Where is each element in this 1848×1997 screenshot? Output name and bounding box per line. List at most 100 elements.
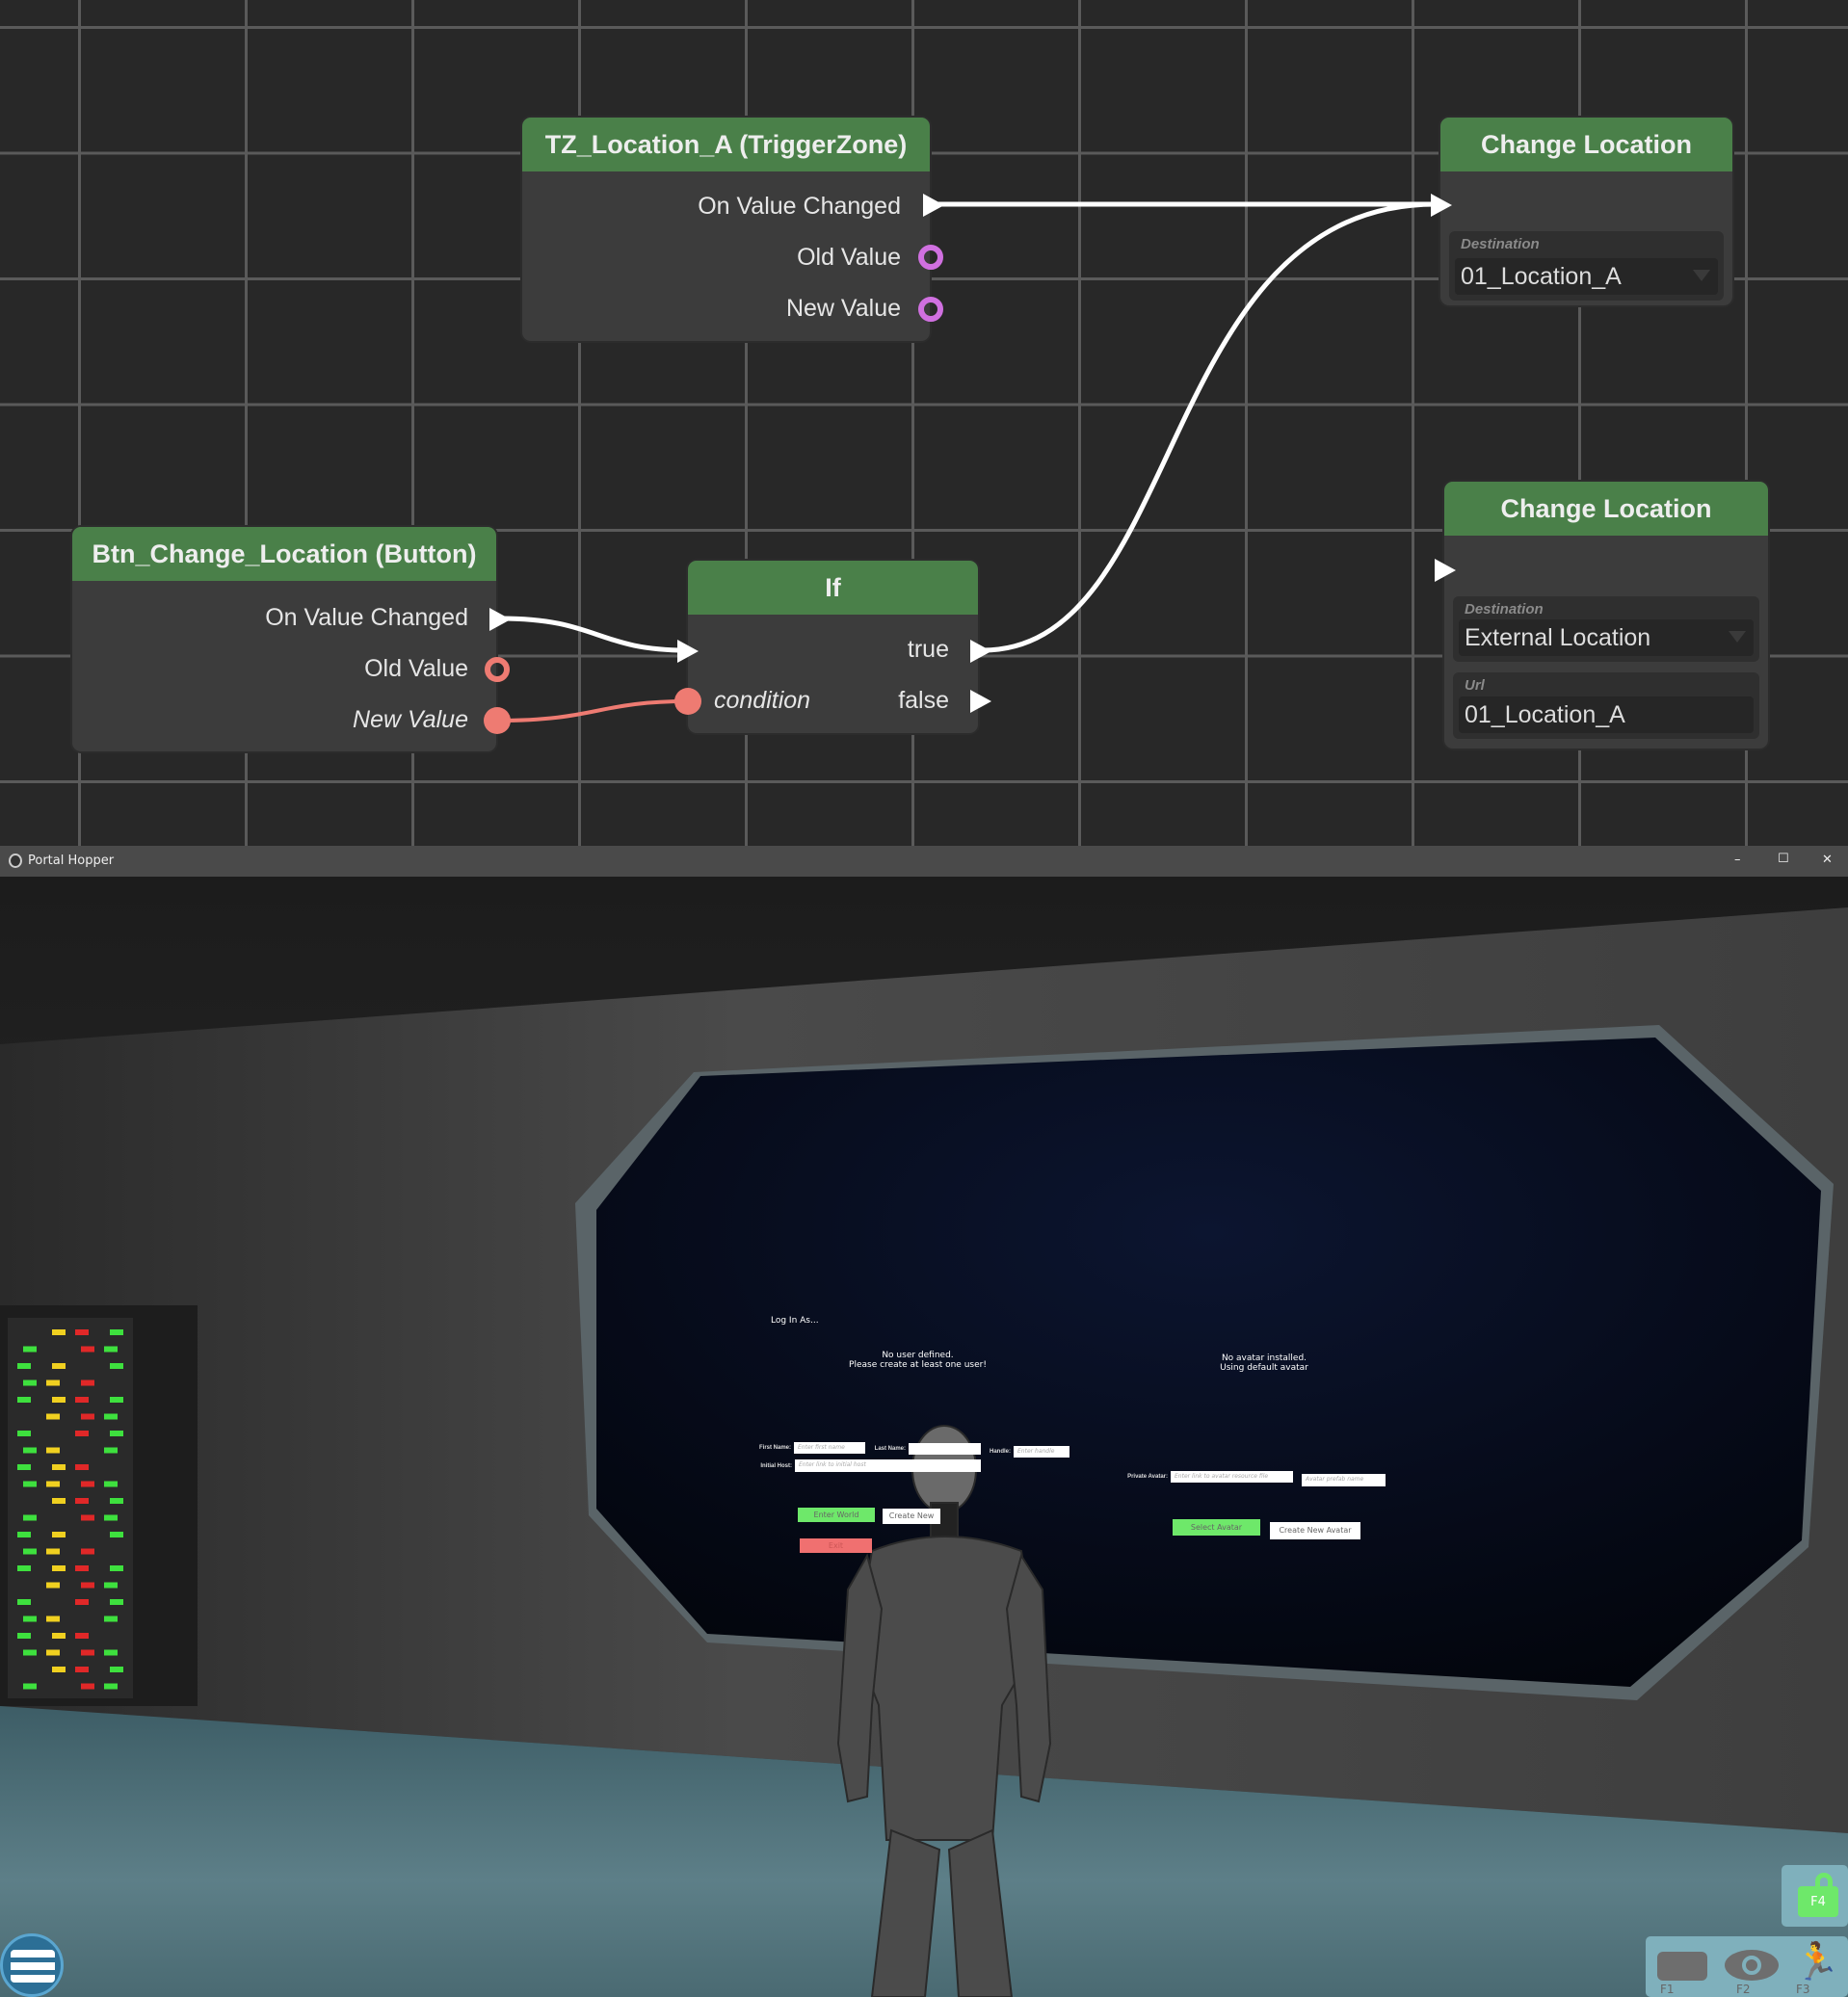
handle-input[interactable]: Enter handle [1014, 1446, 1069, 1458]
rack-led [46, 1380, 60, 1386]
rack-led [75, 1633, 89, 1639]
rack-led [17, 1431, 31, 1436]
rack-led [81, 1683, 94, 1690]
rack-led [75, 1667, 89, 1672]
rack-led [23, 1346, 37, 1353]
rack-led [110, 1599, 123, 1605]
minimize-button[interactable]: – [1734, 853, 1741, 867]
select-avatar-button[interactable]: Select Avatar [1173, 1519, 1260, 1536]
flow-in-port[interactable] [1428, 191, 1457, 220]
destination-value: External Location [1459, 619, 1754, 656]
rack-led [52, 1329, 66, 1335]
rack-led [104, 1413, 118, 1420]
port-label: Old Value [797, 244, 901, 271]
rack-led [104, 1447, 118, 1454]
rack-led [81, 1346, 94, 1353]
true-label: true [907, 636, 949, 663]
condition-port[interactable] [673, 687, 702, 716]
hamburger-icon [11, 1950, 55, 1983]
rack-led [75, 1329, 89, 1335]
initial-host-label: Initial Host: [760, 1463, 792, 1469]
condition-label: condition [714, 687, 811, 714]
url-label: Url [1465, 677, 1485, 694]
initial-host-input[interactable]: Enter link to initial host [795, 1459, 981, 1472]
rack-led [46, 1413, 60, 1420]
login-message-line: Please create at least one user! [849, 1360, 987, 1370]
port-label: On Value Changed [265, 604, 468, 631]
rack-led [52, 1363, 66, 1369]
destination-dropdown[interactable]: Destination 01_Location_A [1449, 231, 1724, 301]
rack-led [104, 1481, 118, 1487]
if-node[interactable]: If true false condition [688, 561, 978, 733]
btn-node[interactable]: Btn_Change_Location (Button) On Value Ch… [72, 527, 496, 751]
last-name-input[interactable] [909, 1443, 981, 1455]
lock-toggle-f4[interactable]: F4 [1782, 1865, 1848, 1927]
wire-true-to-change1 [982, 201, 1437, 653]
first-name-input[interactable]: Enter first name [794, 1442, 865, 1454]
f3-label: F3 [1796, 1983, 1810, 1996]
create-new-user-button[interactable]: Create New [883, 1509, 940, 1524]
port-label: Old Value [364, 655, 468, 682]
node-graph-canvas[interactable]: TZ_Location_A (TriggerZone) On Value Cha… [0, 0, 1848, 846]
old-value-port[interactable] [484, 655, 513, 684]
maximize-button[interactable]: ☐ [1778, 852, 1789, 866]
rack-led [52, 1498, 66, 1504]
display-screen [596, 1038, 1821, 1687]
true-port[interactable] [967, 637, 996, 666]
rack-led [46, 1649, 60, 1656]
rack-led [52, 1532, 66, 1537]
create-new-avatar-button[interactable]: Create New Avatar [1270, 1522, 1360, 1539]
change-location-node-2[interactable]: Change Location Destination External Loc… [1444, 482, 1768, 749]
handle-label: Handle: [989, 1449, 1011, 1455]
rack-led [46, 1447, 60, 1454]
f4-label: F4 [1798, 1886, 1838, 1917]
rack-led [17, 1532, 31, 1537]
rack-led [75, 1431, 89, 1436]
rack-led [81, 1649, 94, 1656]
flow-out-port[interactable] [487, 605, 515, 634]
false-port[interactable] [967, 687, 996, 716]
rack-led [104, 1616, 118, 1622]
rack-led [17, 1599, 31, 1605]
rack-led [104, 1683, 118, 1690]
enter-world-button[interactable]: Enter World [798, 1508, 875, 1522]
vr-headset-icon [1657, 1952, 1707, 1981]
rack-led [46, 1548, 60, 1555]
rack-led [52, 1397, 66, 1403]
third-person-button[interactable]: 🏃 F3 [1784, 1938, 1844, 1996]
rack-led [81, 1380, 94, 1386]
rack-led [17, 1565, 31, 1571]
vr-mode-button[interactable]: F1 [1651, 1938, 1711, 1996]
rack-led [110, 1431, 123, 1436]
first-person-button[interactable]: F2 [1719, 1938, 1779, 1996]
avatar-prefab-input[interactable]: Avatar prefab name [1302, 1474, 1386, 1486]
old-value-port[interactable] [917, 243, 946, 272]
rack-led [52, 1667, 66, 1672]
change-location-node-1[interactable]: Change Location Destination 01_Location_… [1440, 118, 1732, 305]
rack-led [23, 1616, 37, 1622]
rack-led [46, 1616, 60, 1622]
window-titlebar[interactable]: Portal Hopper – ☐ ✕ [0, 846, 1848, 877]
rack-led [46, 1481, 60, 1487]
new-value-port[interactable] [917, 295, 946, 324]
url-field[interactable]: Url 01_Location_A [1453, 672, 1759, 739]
destination-dropdown[interactable]: Destination External Location [1453, 596, 1759, 662]
new-value-port[interactable] [484, 706, 513, 735]
rack-led [81, 1582, 94, 1589]
tz-node[interactable]: TZ_Location_A (TriggerZone) On Value Cha… [522, 118, 930, 341]
close-button[interactable]: ✕ [1822, 853, 1833, 867]
flow-in-port[interactable] [674, 637, 703, 666]
node-title: Btn_Change_Location (Button) [72, 527, 496, 581]
menu-button[interactable] [0, 1933, 64, 1997]
eye-icon [1725, 1950, 1779, 1981]
avatar-link-input[interactable]: Enter link to avatar resource file [1171, 1471, 1293, 1483]
game-viewport[interactable]: Log In As... No user defined.Please crea… [0, 877, 1848, 1997]
flow-in-port[interactable] [1432, 556, 1461, 585]
rack-led [23, 1683, 37, 1690]
rack-led [110, 1565, 123, 1571]
flow-out-port[interactable] [920, 191, 949, 220]
exit-button[interactable]: Exit [800, 1538, 872, 1553]
rack-led [23, 1481, 37, 1487]
rack-led [81, 1514, 94, 1521]
wire-btn-to-if [500, 616, 687, 653]
